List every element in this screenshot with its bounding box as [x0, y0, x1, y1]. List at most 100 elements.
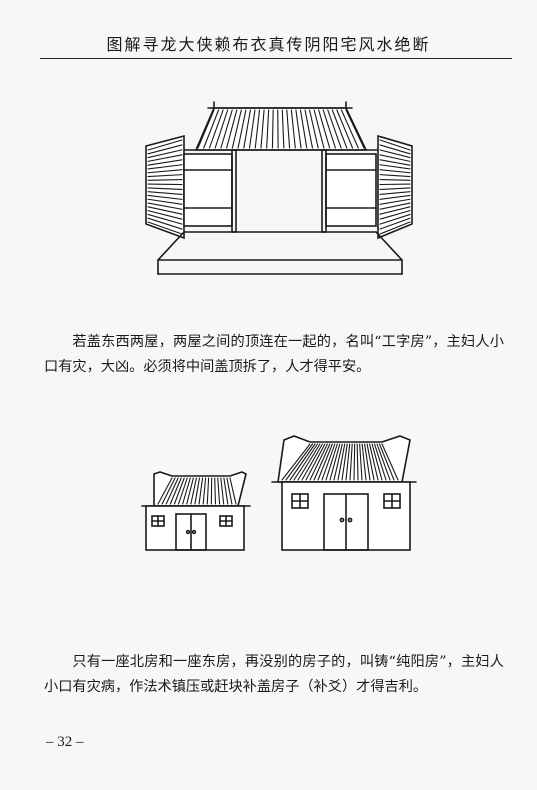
roof-tile-line: [379, 202, 411, 210]
roof-tile-line: [177, 477, 188, 505]
roof-tile-line: [364, 443, 371, 481]
roof-tile-line: [299, 109, 308, 149]
roof-tile-line: [197, 109, 215, 149]
roof-tile-line: [379, 154, 411, 162]
roof-tile-line: [295, 109, 302, 149]
roof-tile-line: [254, 109, 261, 149]
roof-tile-line: [379, 149, 411, 159]
roof-tile-line: [286, 109, 291, 149]
roof-tile-line: [147, 154, 183, 162]
roof-tile-line: [147, 164, 183, 170]
roof-tile-line: [147, 179, 183, 181]
roof-tile-line: [331, 109, 348, 149]
roof-tile-line: [147, 194, 183, 200]
roof-tile-line: [359, 443, 363, 481]
roof-tile-line: [379, 139, 411, 151]
roof-tile-line: [217, 477, 221, 505]
roof-tile-line: [147, 221, 183, 235]
roof-tile-line: [379, 217, 411, 230]
roof-tile-line: [336, 109, 354, 149]
roof-tile-line: [231, 109, 242, 149]
roof-tile-line: [379, 221, 411, 235]
roof-tile-line: [379, 164, 411, 170]
paragraph-gongzi-house: 若盖东西两屋，两屋之间的顶连在一起的，名叫“工字房”，主妇人小口有灾，大凶。必须…: [44, 334, 504, 375]
roof-tile-line: [317, 443, 333, 481]
roof-tile-line: [237, 109, 247, 149]
roof-tile-line: [147, 198, 183, 205]
roof-tile-line: [309, 443, 328, 481]
two-houses-illustration: [134, 430, 426, 556]
roof-tile-line: [379, 159, 411, 166]
roof-tile-line: [198, 477, 204, 505]
roof-tile-line: [379, 179, 411, 181]
roof-tile-line: [147, 174, 183, 178]
roof-tile-line: [147, 139, 183, 151]
roof-tile-line: [202, 477, 207, 505]
roof-tile-line: [165, 477, 179, 505]
roof-tile-line: [322, 109, 336, 149]
roof-tile-line: [190, 477, 197, 505]
paragraph-chunyang-house: 只有一座北房和一座东房，再没别的房子的，叫铸“纯阳房”，主妇人小口有灾病，作法术…: [44, 654, 504, 695]
roof-tile-line: [374, 443, 387, 481]
roof-tile-line: [285, 443, 314, 481]
roof-tile-line: [321, 443, 336, 481]
roof-tile-line: [147, 217, 183, 230]
roof-tile-line: [304, 109, 314, 149]
roof-tile-line: [147, 149, 183, 159]
roof-tile-line: [301, 443, 323, 481]
roof-tile-line: [157, 477, 173, 505]
gongzi-house-drawing: [145, 101, 413, 275]
roof-tile-line: [147, 213, 183, 225]
roof-tile-line: [376, 443, 391, 481]
roof-tile-line: [369, 443, 379, 481]
roof-tile-line: [186, 477, 194, 505]
roof-tile-line: [281, 443, 311, 481]
roof-tile-line: [226, 109, 238, 149]
page-number: – 32 –: [46, 734, 84, 750]
roof-tile-line: [340, 109, 359, 149]
roof-tile-line: [226, 477, 233, 505]
roof-tile-line: [290, 109, 296, 149]
header-rule: [40, 58, 512, 59]
roof-tile-line: [345, 443, 351, 481]
roof-tile-line: [281, 109, 285, 149]
roof-tile-line: [378, 443, 395, 481]
roof-tile-line: [379, 213, 411, 225]
roof-tile-line: [353, 443, 356, 481]
roof-tile-line: [223, 477, 229, 505]
roof-tile-line: [271, 109, 274, 149]
roof-tile-line: [379, 169, 411, 174]
roof-tile-line: [147, 206, 183, 215]
roof-tile-line: [214, 477, 217, 505]
roof-tile-line: [327, 109, 342, 149]
roof-tile-line: [147, 202, 183, 210]
roof-tile-line: [329, 443, 341, 481]
roof-tile-line: [147, 187, 183, 191]
roof-tile-line: [147, 191, 183, 195]
roof-tile-line: [356, 443, 359, 481]
roof-tile-line: [379, 187, 411, 191]
roof-tile-line: [361, 443, 367, 481]
two-houses-drawing: [141, 435, 417, 551]
roof-tile-line: [379, 191, 411, 195]
roof-tile-line: [229, 477, 237, 505]
roof-tile-line: [173, 477, 185, 505]
roof-tile-line: [309, 109, 319, 149]
roof-tile-line: [313, 109, 325, 149]
roof-tile-line: [305, 443, 326, 481]
running-header-title: 图解寻龙大侠赖布衣真传阴阳宅风水绝断: [106, 35, 431, 54]
roof-tile-line: [248, 109, 256, 149]
roof-tile-line: [147, 169, 183, 174]
roof-tile-line: [206, 477, 210, 505]
roof-tile-line: [379, 206, 411, 215]
roof-tile-line: [182, 477, 191, 505]
roof-tile-line: [161, 477, 176, 505]
roof-tile-line: [147, 210, 183, 220]
roof-tile-line: [147, 144, 183, 155]
roof-tile-line: [203, 109, 220, 149]
roof-tile-line: [169, 477, 182, 505]
roof-tile-line: [345, 109, 365, 149]
roof-tile-line: [379, 194, 411, 200]
roof-tile-line: [379, 174, 411, 178]
